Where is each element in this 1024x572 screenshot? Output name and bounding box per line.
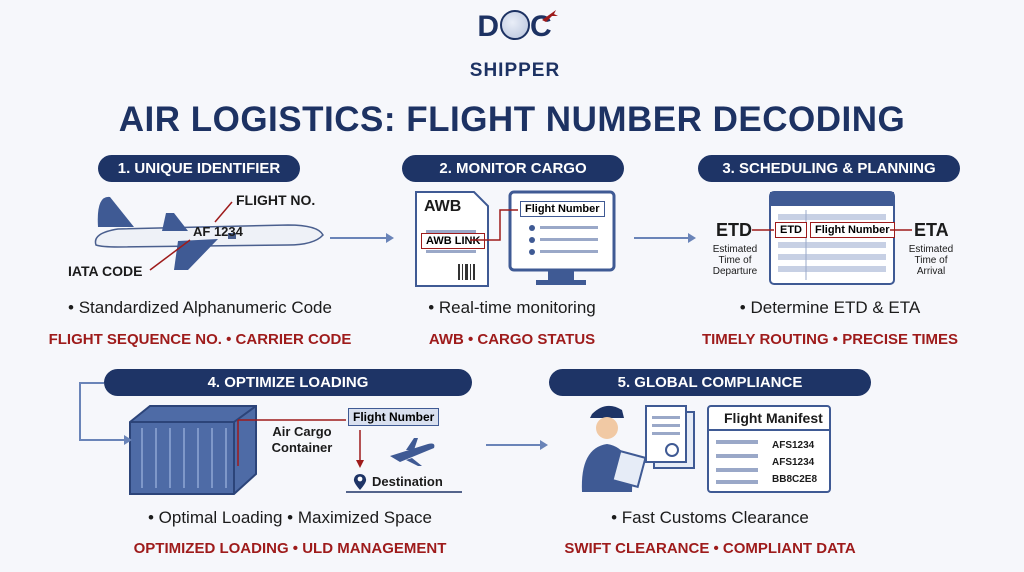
manifest-code-3: BB8C2E8 [772, 474, 818, 485]
board-flight-number-label: Flight Number [810, 222, 895, 238]
etd-box-label: ETD [775, 222, 807, 238]
etd-description: Estimated Time of Departure [712, 244, 758, 277]
section-2-header: 2. MONITOR CARGO [402, 155, 624, 182]
airplane-small-icon [390, 438, 435, 466]
globe-icon [500, 10, 530, 41]
section-1-tags: FLIGHT SEQUENCE NO. • CARRIER CODE [48, 331, 352, 348]
logo-text: SHIPPER [469, 60, 561, 81]
section-4-bullet: • Optimal Loading • Maximized Space [147, 508, 433, 527]
awb-link-label: AWB LINK [421, 233, 486, 249]
manifest-code-1: AFS1234 [772, 440, 815, 451]
section-4-header: 4. OPTIMIZE LOADING [104, 369, 472, 396]
manifest-code-2: AFS1234 [772, 457, 815, 468]
flow-arrows [79, 233, 696, 450]
section-2-tags: AWB • CARGO STATUS [428, 331, 596, 348]
section-5-header: 5. GLOBAL COMPLIANCE [549, 369, 871, 396]
callout-lines-4 [237, 419, 462, 493]
documents-icon [645, 405, 695, 469]
destination-label: Destination [372, 474, 443, 489]
iata-code-label: IATA CODE [68, 263, 143, 279]
eta-label: ETA [914, 220, 949, 240]
location-pin-icon [353, 474, 367, 490]
airplane-illustration [94, 196, 324, 270]
callout-lines-2 [470, 209, 518, 241]
section-3-tags: TIMELY ROUTING • PRECISE TIMES [701, 331, 959, 348]
etd-label: ETD [716, 220, 752, 240]
page-title: AIR LOGISTICS: FLIGHT NUMBER DECODING [118, 100, 906, 139]
flight-no-label: FLIGHT NO. [236, 192, 316, 208]
eta-description: Estimated Time of Arrival [908, 244, 954, 277]
monitor-flight-number-label: Flight Number [520, 201, 605, 217]
section-3-header: 3. SCHEDULING & PLANNING [698, 155, 960, 182]
plane-icon [542, 10, 558, 22]
callout-lines-3 [752, 229, 912, 231]
section-1-header: 1. UNIQUE IDENTIFIER [98, 155, 300, 182]
logo-letter-d: D [477, 10, 500, 43]
section-3-bullet: • Determine ETD & ETA [739, 298, 921, 317]
awb-label: AWB [424, 198, 462, 215]
customs-officer-icon [581, 405, 647, 492]
flight-manifest-panel [707, 405, 831, 493]
flight-code-label: AF 1234 [193, 224, 243, 239]
section-5-tags: SWIFT CLEARANCE • COMPLIANT DATA [564, 540, 856, 557]
schedule-board-icon [769, 191, 895, 285]
manifest-title: Flight Manifest [724, 410, 823, 426]
section-5-bullet: • Fast Customs Clearance [611, 508, 809, 527]
section-2-bullet: • Real-time monitoring [428, 298, 596, 317]
container-label: Air Cargo Container [271, 424, 333, 455]
callout-lines-1 [149, 201, 233, 271]
section-1-bullet: • Standardized Alphanumeric Code [68, 298, 332, 317]
section-4-tags: OPTIMIZED LOADING • ULD MANAGEMENT [133, 540, 447, 557]
container-flight-number-label: Flight Number [348, 408, 440, 426]
cargo-container-icon [129, 405, 257, 495]
